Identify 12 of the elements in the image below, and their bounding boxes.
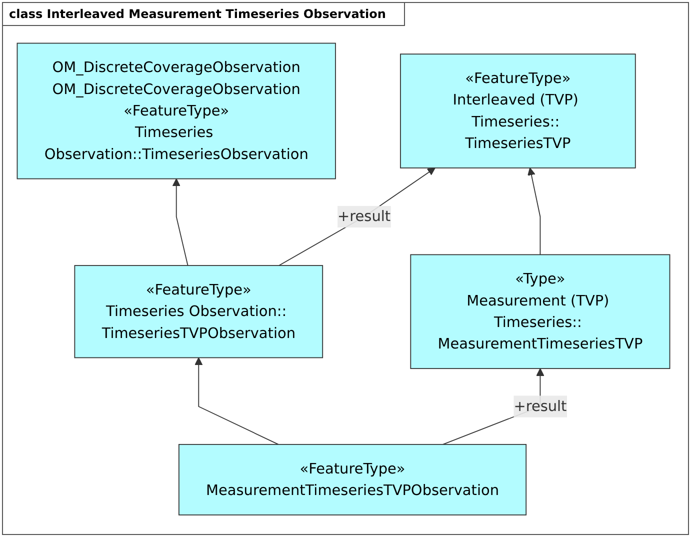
node-box: «FeatureType» MeasurementTimeseriesTVPObservation — [178, 444, 527, 516]
edge-label: +result — [338, 208, 391, 225]
node-box: «FeatureType» Timeseries Observation:: TimeseriesTVPObservation — [74, 265, 324, 358]
node-box: OM_DiscreteCoverageObservation OM_DiscreteCoverageObservation «FeatureType» Timeseries Observation::TimeseriesObservation — [16, 42, 336, 180]
node-box: «Type» Measurement (TVP) Timeseries:: MeasurementTimeseriesTVP — [410, 254, 670, 369]
arrow — [278, 168, 436, 266]
arrow — [194, 357, 279, 445]
arrow — [172, 178, 188, 266]
node-box: «FeatureType» Interleaved (TVP) Timeseries:: TimeseriesTVP — [400, 54, 636, 168]
diagram-title: class Interleaved Measurement Timeseries Observation — [3, 3, 405, 26]
edge-label: +result — [514, 397, 567, 415]
arrow — [528, 168, 541, 256]
